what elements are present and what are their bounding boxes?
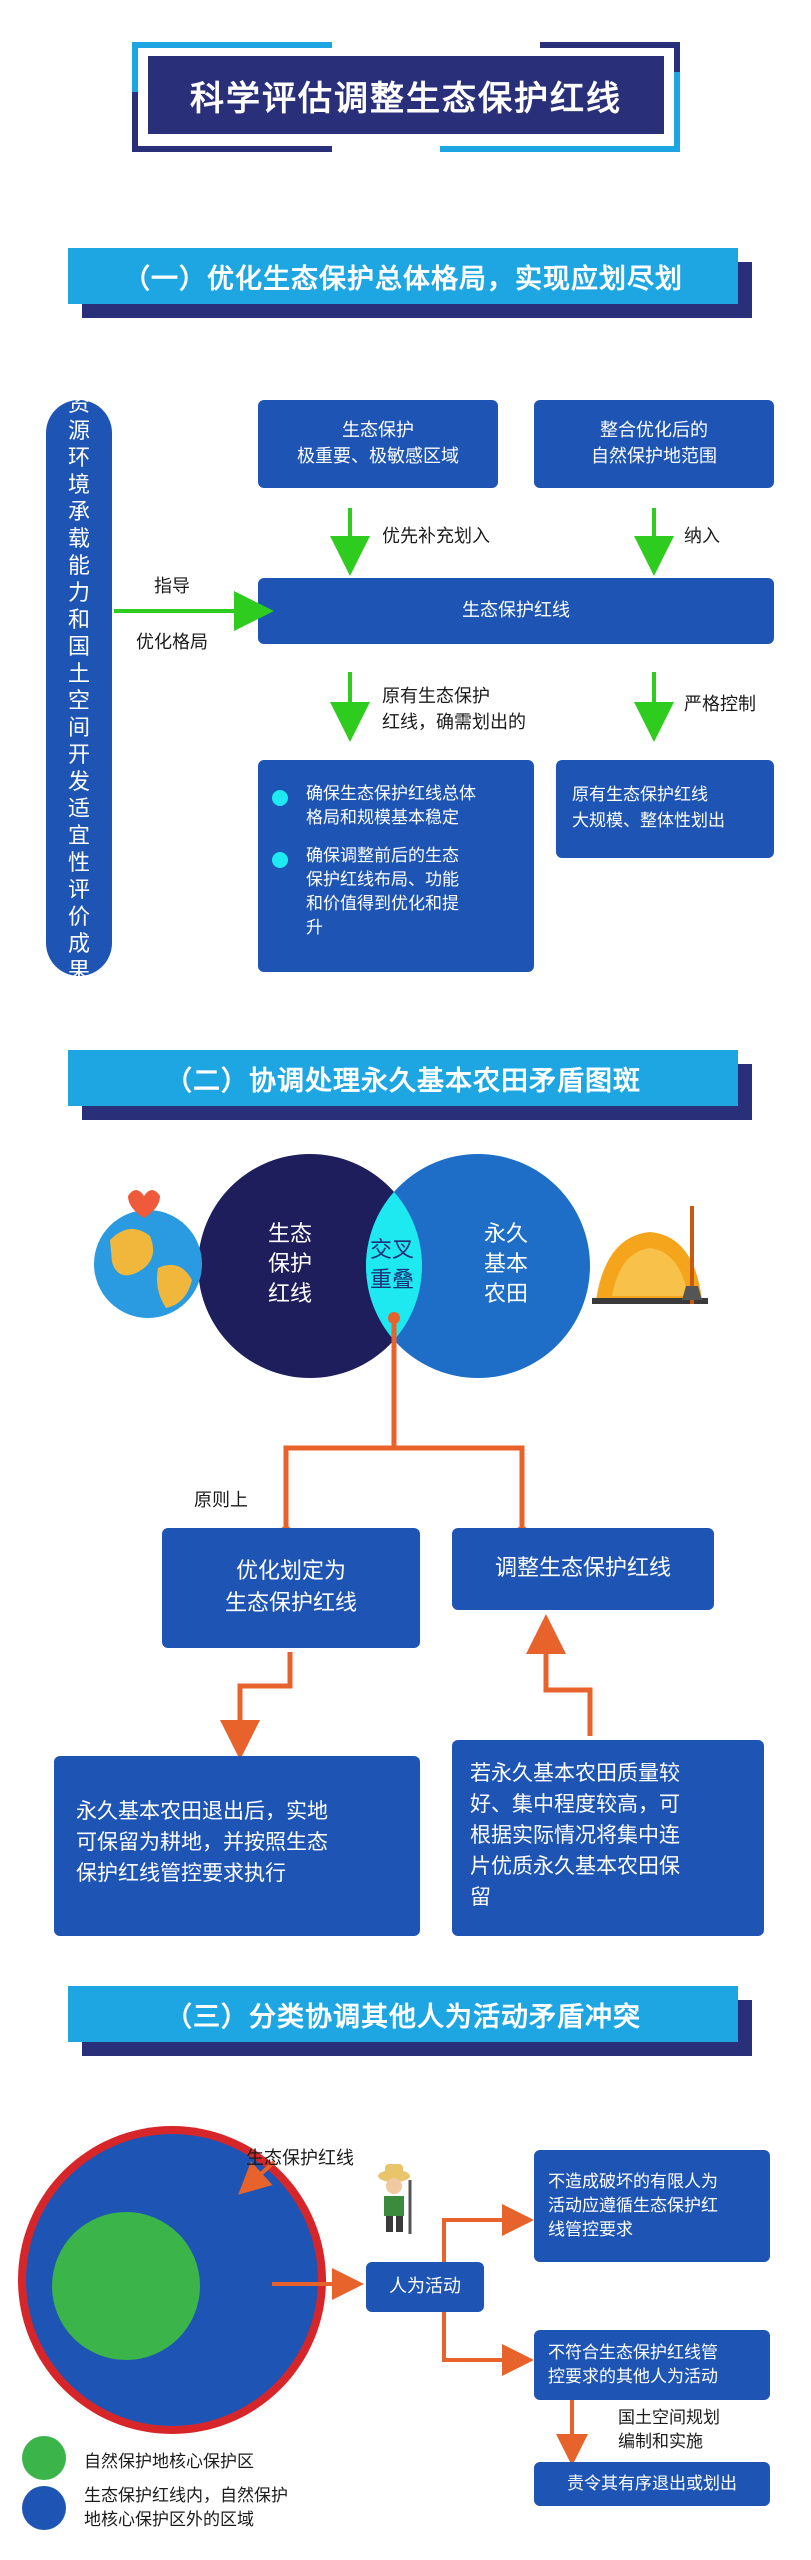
box-farmland-keep: 若永久基本农田质量较好、集中程度较高，可 根据实际情况将集中连片优质永久基本农田… bbox=[452, 1740, 764, 1936]
bullet-dot bbox=[272, 852, 288, 868]
box-ecology-important: 生态保护极重要、极敏感区域 bbox=[258, 400, 498, 488]
left-vertical-text: 资源环境承载能力和国土空间开发适宜性评价成果 bbox=[67, 392, 90, 984]
title-frame bbox=[132, 42, 680, 152]
section1-heading: （一）优化生态保护总体格局，实现应划尽划 bbox=[68, 248, 738, 304]
legend-dot-green bbox=[22, 2436, 66, 2480]
globe-heart-icon bbox=[94, 1190, 202, 1318]
box-order-exit: 责令其有序退出或划出 bbox=[534, 2462, 770, 2506]
haystack-icon bbox=[592, 1206, 708, 1304]
label-guide: 指导 bbox=[154, 576, 190, 597]
label-include: 纳入 bbox=[684, 526, 720, 547]
label-principle: 原则上 bbox=[194, 1490, 248, 1511]
box-nature-reserve: 整合优化后的自然保护地范围 bbox=[534, 400, 774, 488]
label-priority-add: 优先补充划入 bbox=[382, 526, 490, 547]
circle-core-zone bbox=[52, 2212, 200, 2360]
page-title: 科学评估调整生态保护红线 bbox=[148, 56, 664, 134]
bullet-text-1: 确保生态保护红线总体格局和规模基本稳定 bbox=[306, 784, 476, 828]
label-optimize: 优化格局 bbox=[136, 632, 208, 653]
circle-redline bbox=[198, 1154, 422, 1378]
box-adjust-redline: 调整生态保护红线 bbox=[452, 1528, 714, 1610]
label-original-redline: 原有生态保护红线，确需划出的 bbox=[382, 686, 526, 733]
farmer-icon bbox=[378, 2164, 412, 2234]
box-farmland-exit: 永久基本农田退出后，实地可保留为耕地，并按照生态保护红线管控要求执行 bbox=[54, 1756, 420, 1936]
arrow-to-mid-box bbox=[442, 2306, 534, 2376]
left-vertical-banner: 资源环境承载能力和国土空间开发适宜性评价成果 bbox=[46, 392, 112, 984]
box-human-activity: 人为活动 bbox=[366, 2262, 484, 2312]
bullet-dot bbox=[272, 790, 288, 806]
section2-heading: （二）协调处理永久基本农田矛盾图斑 bbox=[68, 1050, 738, 1106]
section3-heading: （三）分类协调其他人为活动矛盾冲突 bbox=[68, 1986, 738, 2042]
arrow-redline-label bbox=[238, 2160, 276, 2195]
legend-dot-blue bbox=[22, 2486, 66, 2530]
label-spatial-plan: 国土空间规划编制和实施 bbox=[618, 2408, 720, 2452]
bullet-text-2: 确保调整前后的生态保护红线布局、功能 和价值得到优化和提升 bbox=[306, 846, 459, 938]
arrow-to-top-box bbox=[442, 2204, 534, 2266]
overlap-text: 交叉重叠 bbox=[370, 1238, 415, 1293]
box-limited-activity: 不造成破坏的有限人为活动应遵循生态保护红线管控要求 bbox=[534, 2150, 770, 2262]
box-large-removal: 原有生态保护红线大规模、整体性划出 bbox=[556, 760, 774, 858]
legend-text-blue: 生态保护红线内，自然保护地核心保护区外的区域 bbox=[84, 2486, 288, 2530]
box-redline-center: 生态保护红线 bbox=[258, 578, 774, 644]
box-nonconforming-activity: 不符合生态保护红线管控要求的其他人为活动 bbox=[534, 2330, 770, 2400]
arrow-to-adjust bbox=[526, 1614, 593, 1736]
label-strict-control: 严格控制 bbox=[684, 694, 756, 715]
box-optimize-redline: 优化划定为生态保护红线 bbox=[162, 1528, 420, 1648]
circle-left-text: 生态保护红线 bbox=[268, 1222, 313, 1307]
circle-farmland bbox=[366, 1154, 590, 1378]
box-bullets: 确保生态保护红线总体格局和规模基本稳定 确保调整前后的生态保护红线布局、功能 和… bbox=[258, 760, 534, 972]
circle-right-text: 永久基本农田 bbox=[484, 1222, 529, 1307]
arrow-to-bottom-left bbox=[220, 1652, 293, 1760]
label-redline: 生态保护红线 bbox=[246, 2148, 354, 2169]
legend-text-green: 自然保护地核心保护区 bbox=[84, 2452, 254, 2472]
